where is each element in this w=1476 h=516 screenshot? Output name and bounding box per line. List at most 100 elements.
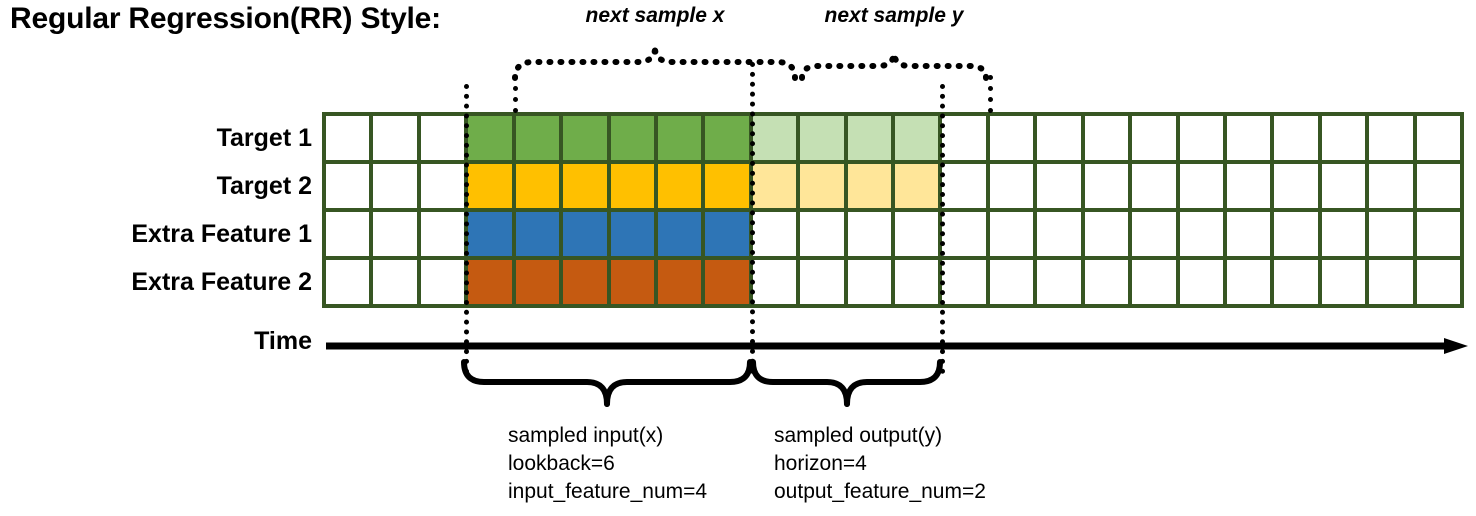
grid-cell-extra-feature-1-t13 — [895, 212, 939, 256]
grid-cell-target-2-t11 — [800, 164, 844, 208]
grid-cell-extra-feature-1-t11 — [800, 212, 844, 256]
grid-cell-target-2-t19 — [1179, 164, 1223, 208]
grid-cell-target-1-t14 — [942, 116, 986, 160]
grid-cell-extra-feature-1-t10 — [752, 212, 797, 256]
grid-cell-extra-feature-2-t1 — [326, 260, 370, 304]
annotation-line: sampled input(x) — [508, 424, 664, 447]
timeline-grid — [322, 112, 1464, 308]
grid-cell-extra-feature-1-t21 — [1274, 212, 1318, 256]
annotation-line: sampled output(y) — [774, 424, 943, 447]
guide-line-brace-y-right — [988, 75, 993, 113]
grid-cell-target-1-t10 — [752, 116, 797, 160]
grid-cell-target-1-t11 — [800, 116, 844, 160]
grid-cell-target-1-t5 — [515, 116, 560, 160]
row-label-text: Extra Feature 2 — [131, 268, 312, 297]
grid-cell-target-1-t16 — [1037, 116, 1081, 160]
grid-cell-target-2-t22 — [1321, 164, 1366, 208]
grid-cell-extra-feature-1-t24 — [1416, 212, 1460, 256]
grid-cell-extra-feature-1-t22 — [1321, 212, 1366, 256]
grid-cell-target-2-t6 — [563, 164, 607, 208]
grid-cell-extra-feature-2-t17 — [1084, 260, 1129, 304]
grid-cell-extra-feature-1-t20 — [1226, 212, 1271, 256]
grid-cell-target-2-t7 — [610, 164, 654, 208]
top-brace-label-next-sample-x: next sample x — [585, 4, 725, 27]
annotation-line: input_feature_num=4 — [508, 479, 708, 503]
guide-line-lookback-end — [750, 62, 755, 374]
row-label-target-1: Target 1 — [0, 114, 312, 162]
grid-cell-extra-feature-2-t24 — [1416, 260, 1460, 304]
grid-cell-target-1-t6 — [563, 116, 607, 160]
grid-cell-target-1-t7 — [610, 116, 654, 160]
row-label-text: Extra Feature 1 — [131, 220, 312, 249]
grid-cell-target-1-t19 — [1179, 116, 1223, 160]
grid-cell-extra-feature-1-t16 — [1037, 212, 1081, 256]
grid-cell-extra-feature-2-t22 — [1321, 260, 1366, 304]
grid-cell-extra-feature-2-t21 — [1274, 260, 1318, 304]
grid-cell-target-1-t8 — [657, 116, 702, 160]
grid-cell-extra-feature-1-t23 — [1369, 212, 1413, 256]
annotation-line: lookback=6 — [508, 451, 615, 475]
page-title: Regular Regression(RR) Style: — [10, 2, 441, 35]
grid-cell-target-1-t20 — [1226, 116, 1271, 160]
grid-cell-extra-feature-1-t1 — [326, 212, 370, 256]
grid-cell-extra-feature-2-t13 — [895, 260, 939, 304]
annotation-line: output_feature_num=2 — [774, 479, 986, 503]
grid-cell-extra-feature-2-t7 — [610, 260, 654, 304]
grid-cell-target-2-t8 — [657, 164, 702, 208]
guide-line-horizon-end — [940, 84, 945, 374]
grid-cell-extra-feature-1-t9 — [705, 212, 749, 256]
grid-cell-target-2-t17 — [1084, 164, 1129, 208]
top-brace-label-next-sample-y: next sample y — [824, 4, 964, 27]
grid-cell-extra-feature-2-t10 — [752, 260, 797, 304]
grid-cell-target-2-t16 — [1037, 164, 1081, 208]
grid-cell-extra-feature-2-t2 — [373, 260, 417, 304]
grid-cell-target-1-t1 — [326, 116, 370, 160]
grid-cell-target-1-t23 — [1369, 116, 1413, 160]
grid-cell-target-1-t4 — [468, 116, 512, 160]
grid-cell-extra-feature-2-t15 — [989, 260, 1034, 304]
grid-cell-target-2-t24 — [1416, 164, 1460, 208]
grid-cell-extra-feature-1-t17 — [1084, 212, 1129, 256]
grid-cell-extra-feature-2-t16 — [1037, 260, 1081, 304]
grid-cell-target-2-t10 — [752, 164, 797, 208]
grid-cell-target-1-t2 — [373, 116, 417, 160]
grid-cell-extra-feature-1-t18 — [1132, 212, 1176, 256]
grid-cell-extra-feature-2-t3 — [420, 260, 465, 304]
grid-cell-extra-feature-1-t6 — [563, 212, 607, 256]
grid-cell-target-1-t9 — [705, 116, 749, 160]
grid-cell-extra-feature-2-t23 — [1369, 260, 1413, 304]
grid-cell-target-2-t15 — [989, 164, 1034, 208]
row-label-target-2: Target 2 — [0, 162, 312, 210]
grid-cell-extra-feature-2-t18 — [1132, 260, 1176, 304]
time-axis-arrow — [326, 338, 1468, 354]
grid-cell-target-1-t3 — [420, 116, 465, 160]
time-axis-label: Time — [254, 327, 312, 355]
grid-cell-target-2-t1 — [326, 164, 370, 208]
annotation-sampled-input: sampled input(x) lookback=6 input_featur… — [508, 422, 707, 506]
grid-cell-extra-feature-1-t19 — [1179, 212, 1223, 256]
guide-line-lookback-start — [464, 84, 469, 374]
grid-cell-target-1-t22 — [1321, 116, 1366, 160]
annotation-sampled-output: sampled output(y) horizon=4 output_featu… — [774, 422, 986, 506]
grid-cell-target-2-t14 — [942, 164, 986, 208]
row-label-text: Target 2 — [216, 171, 312, 200]
grid-cell-target-1-t18 — [1132, 116, 1176, 160]
grid-cell-extra-feature-2-t19 — [1179, 260, 1223, 304]
grid-cell-extra-feature-1-t7 — [610, 212, 654, 256]
grid-cell-target-2-t4 — [468, 164, 512, 208]
grid-cell-extra-feature-1-t5 — [515, 212, 560, 256]
grid-cell-target-2-t13 — [895, 164, 939, 208]
grid-cell-target-1-t24 — [1416, 116, 1460, 160]
grid-cell-target-1-t15 — [989, 116, 1034, 160]
grid-cell-extra-feature-2-t11 — [800, 260, 844, 304]
grid-cell-target-2-t5 — [515, 164, 560, 208]
grid-cell-extra-feature-1-t12 — [847, 212, 891, 256]
grid-cell-extra-feature-2-t9 — [705, 260, 749, 304]
grid-cell-extra-feature-2-t12 — [847, 260, 891, 304]
grid-cell-target-2-t2 — [373, 164, 417, 208]
row-label-column: Target 1 Target 2 Extra Feature 1 Extra … — [0, 114, 312, 307]
grid-cell-target-2-t18 — [1132, 164, 1176, 208]
grid-cell-extra-feature-2-t8 — [657, 260, 702, 304]
grid-cell-extra-feature-1-t14 — [942, 212, 986, 256]
